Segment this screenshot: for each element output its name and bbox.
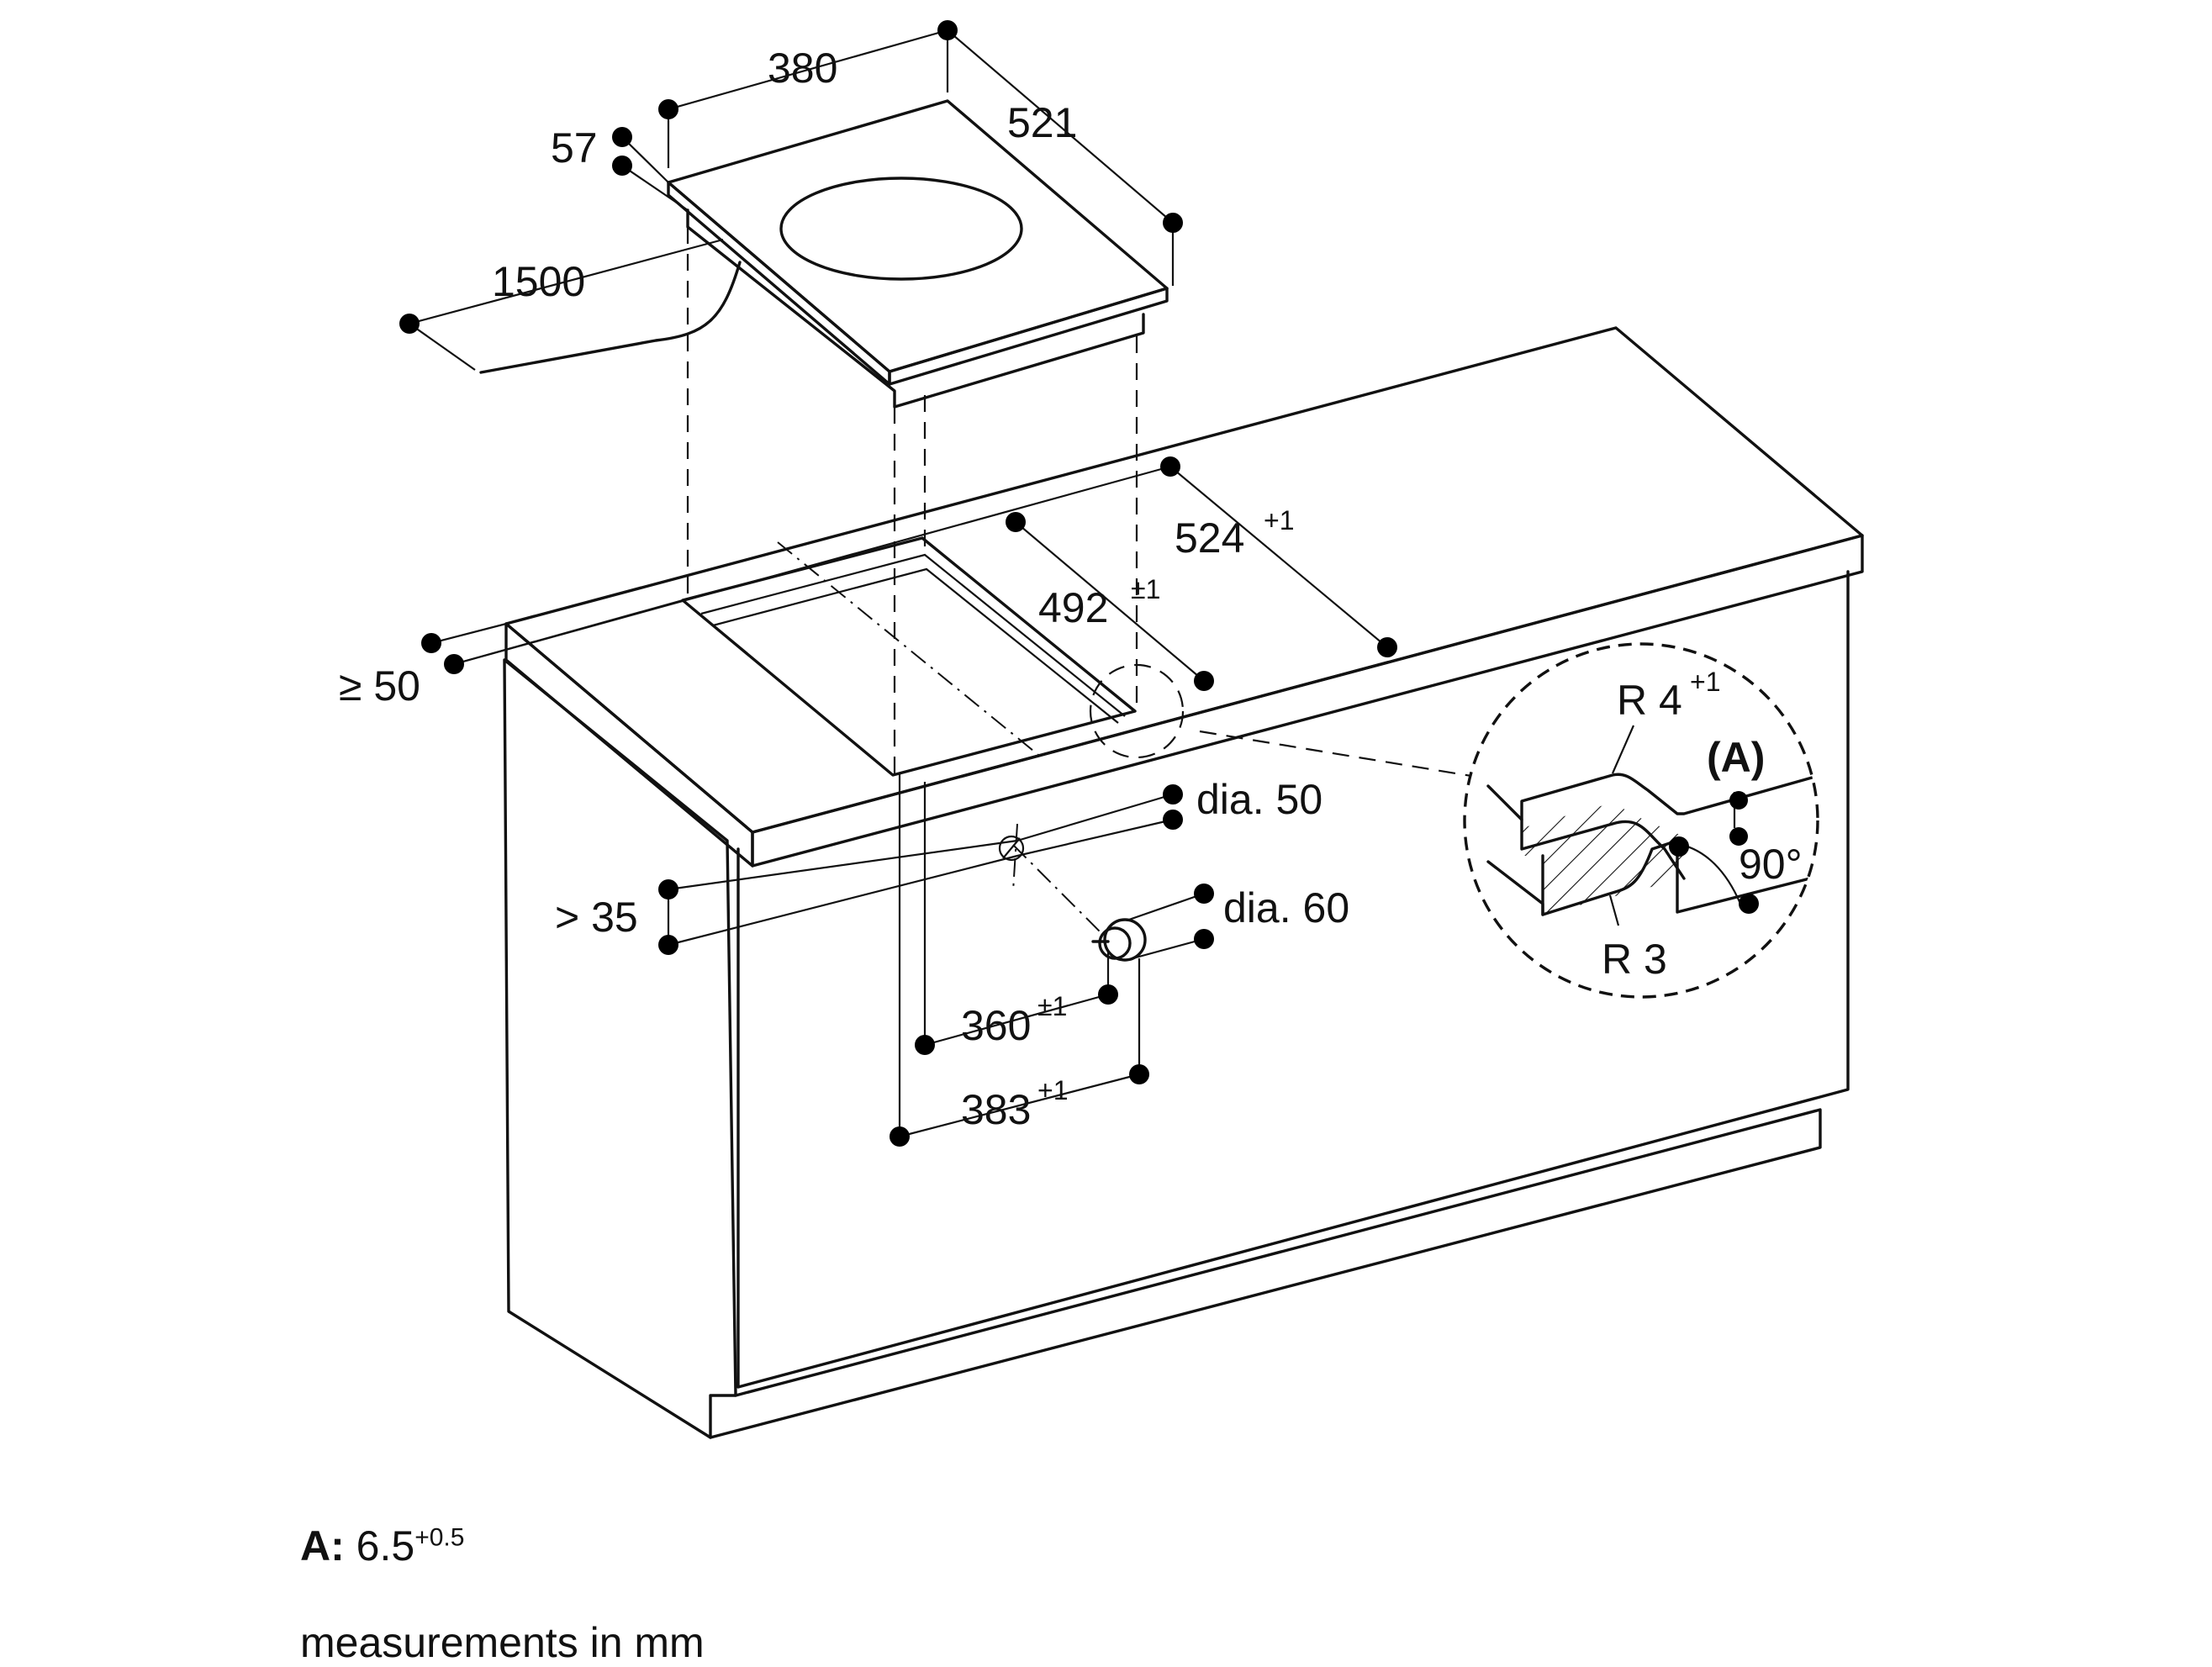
hole-dia-50 [998,835,1025,862]
hob [667,99,1169,409]
label-cutout-depth-tol: +1 [1264,505,1294,535]
note-a: A: 6.5+0.5 [300,1522,464,1570]
label-hob-depth: 521 [1007,99,1077,146]
label-hob-width: 380 [768,45,837,92]
power-cable [479,261,742,374]
note-a-value: 6.5 [356,1522,415,1569]
note-units: measurements in mm [300,1619,705,1666]
note-a-label: A: [300,1522,345,1569]
hole-dia-60 [1091,918,1147,962]
note-a-tolerance: +0.5 [414,1523,465,1552]
dimension-labels: 380 521 57 1500 524 +1 492 ±1 ≥ 50 dia. … [339,45,1803,1133]
label-cable-length: 1500 [492,258,585,305]
cabinet [503,570,1850,1439]
label-radius-bottom: R 3 [1602,936,1667,983]
label-hole-offset-1-tol: ±1 [1037,991,1067,1021]
label-hole-offset-1: 360 [961,1002,1031,1049]
label-hole-offset-2: 383 [961,1086,1031,1133]
label-cutout-depth: 524 [1175,514,1244,562]
label-hob-height: 57 [551,124,598,171]
label-angle: 90° [1739,841,1803,888]
detail-marker-circle [1089,663,1185,759]
label-hole-dia-60: dia. 60 [1223,884,1349,931]
label-wall-distance: > 35 [555,894,638,941]
label-edge-distance: ≥ 50 [339,662,420,710]
projection-lines [686,227,1482,942]
label-marker-a: (A) [1707,734,1765,781]
worktop [504,326,1864,868]
worktop-cutout [681,536,1137,777]
cooking-zone [779,177,1023,281]
detail-view [1463,642,1819,999]
label-cutout-width: 492 [1038,584,1108,631]
dimension-lines [409,29,1388,1138]
label-cutout-width-tol: ±1 [1131,574,1160,604]
cable-holes [998,663,1185,962]
dimension-dots [399,20,1759,1147]
label-radius-top-tol: +1 [1690,667,1720,697]
label-radius-top: R 4 [1617,677,1682,724]
label-hole-offset-2-tol: +1 [1037,1075,1068,1105]
label-hole-dia-50: dia. 50 [1196,776,1322,823]
